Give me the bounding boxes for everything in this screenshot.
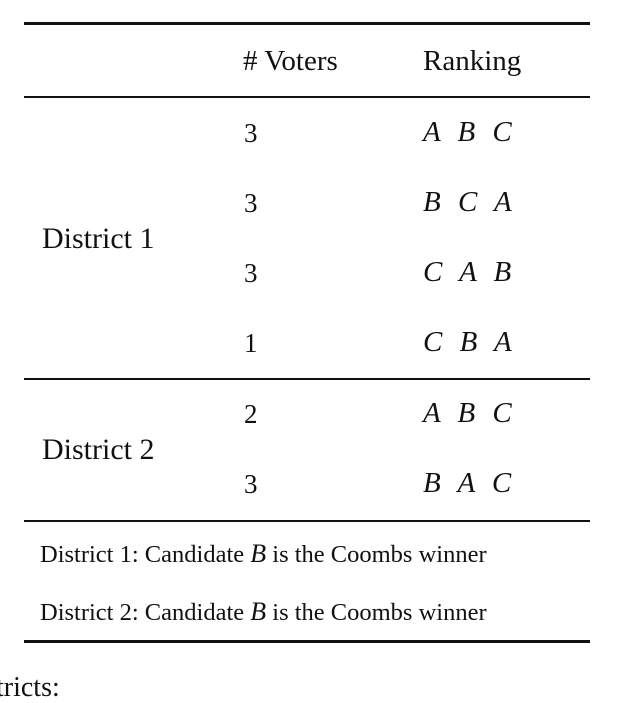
district-separator-rule [24,378,590,380]
ranking-cell: C A B [423,256,513,288]
voters-count: 1 [244,328,258,358]
voters-count: 3 [244,469,258,499]
ranking-cell: A B C [423,116,513,148]
note-prefix: District 1: Candidate [40,541,251,568]
header-rule [24,96,590,98]
district-2-winner-note: District 2: Candidate B is the Coombs wi… [40,599,487,626]
top-rule [24,22,590,25]
notes-rule [24,520,590,522]
header-voters: # Voters [243,45,338,77]
voters-count: 3 [244,188,258,218]
header-ranking: Ranking [423,45,522,77]
ranking-cell: A B C [423,397,513,429]
bottom-rule [24,640,590,643]
ranking-cell: B A C [423,467,513,499]
voters-count: 2 [244,399,258,429]
district-2-label: District 2 [42,433,155,466]
note-candidate: B [250,539,267,568]
note-suffix: is the Coombs winner [266,541,487,568]
ranking-cell: C B A [423,326,513,358]
district-1-winner-note: District 1: Candidate B is the Coombs wi… [40,541,487,568]
district-1-label: District 1 [42,222,155,255]
voters-count: 3 [244,118,258,148]
ranking-cell: B C A [423,186,513,218]
voters-count: 3 [244,258,258,288]
note-suffix: is the Coombs winner [266,599,487,626]
note-candidate: B [250,597,267,626]
trailing-text: tricts: [0,672,60,703]
note-prefix: District 2: Candidate [40,599,251,626]
